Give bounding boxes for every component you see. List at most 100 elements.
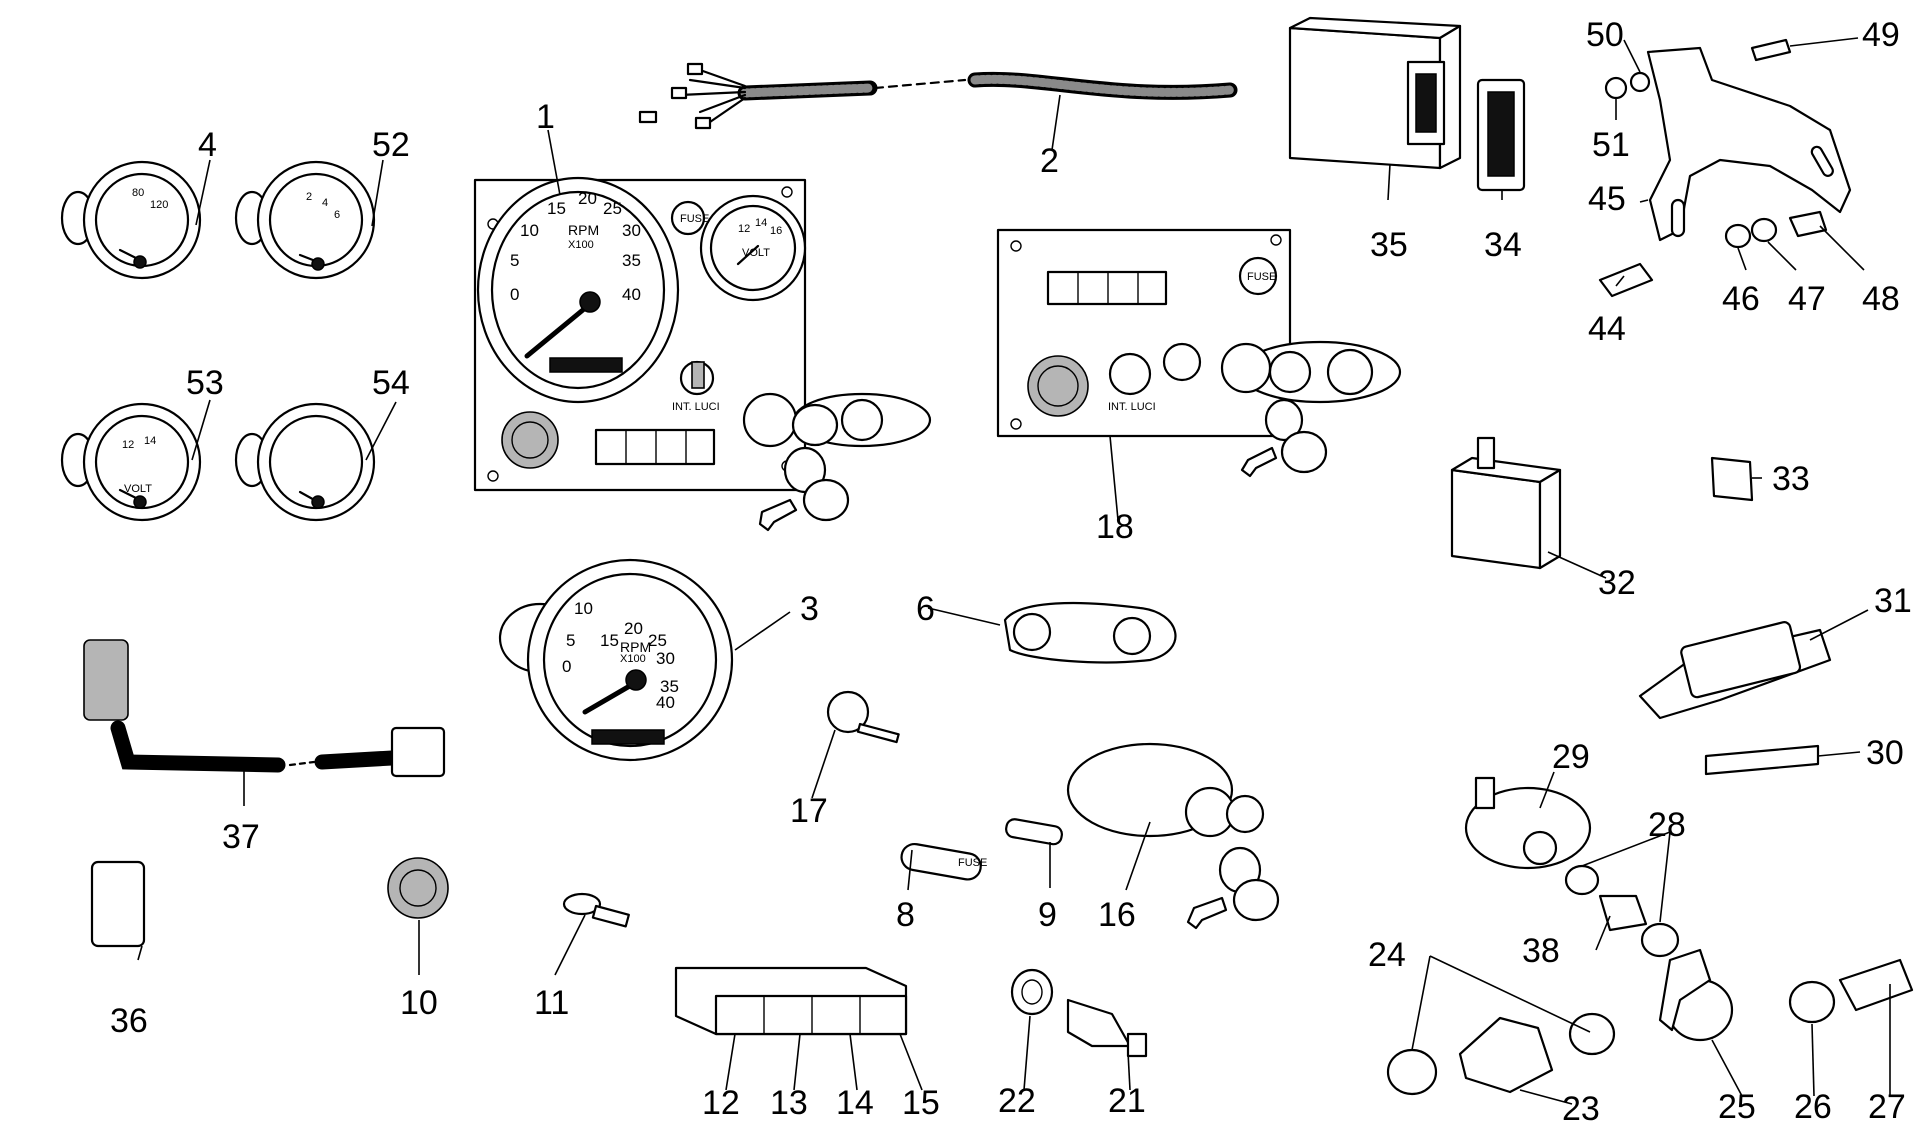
svg-text:VOLT: VOLT [742,247,770,259]
callout-52: 52 [372,126,410,164]
svg-text:FUSE: FUSE [958,857,987,869]
parts-44-51-hardware [1598,38,1828,298]
part-16-ignition-lock [1066,742,1280,930]
svg-text:80: 80 [132,187,144,199]
callout-14: 14 [836,1084,874,1122]
part-23-sensor [1458,1016,1554,1094]
callout-37: 37 [222,818,260,856]
part-34-connector [1476,78,1526,192]
part-30-strip [1704,744,1820,776]
svg-text:16: 16 [770,225,782,237]
part-8-fuse: FUSE [900,842,987,881]
part-53-voltmeter-gauge: 12 14 VOLT [60,402,202,522]
svg-text:120: 120 [150,199,168,211]
callout-31: 31 [1874,582,1912,620]
svg-text:X100: X100 [620,653,646,665]
svg-text:20: 20 [624,619,643,638]
svg-text:RPM: RPM [568,222,599,238]
svg-text:40: 40 [622,285,641,304]
svg-text:4: 4 [322,197,328,209]
callout-11: 11 [534,984,569,1022]
part-29-pressure-sender [1464,776,1592,870]
part-26-washer [1788,980,1836,1024]
svg-text:FUSE: FUSE [680,213,709,225]
callout-15: 15 [902,1084,940,1122]
callout-47: 47 [1788,280,1826,318]
part-11-bulb [562,892,630,928]
callout-34: 34 [1484,226,1522,264]
part-38-adapter [1598,894,1648,932]
part-22-washer [1010,968,1054,1016]
callout-28: 28 [1648,806,1686,844]
callout-10: 10 [400,984,438,1022]
part-2-cable-harness [638,62,1238,130]
svg-text:10: 10 [574,599,593,618]
svg-text:2: 2 [306,191,312,203]
svg-text:10: 10 [520,221,539,240]
callout-22: 22 [998,1082,1036,1120]
svg-text:35: 35 [622,251,641,270]
part-33-clip [1710,456,1754,502]
part-25-banjo [1658,948,1734,1042]
svg-text:X100: X100 [568,239,594,251]
svg-text:40: 40 [656,693,675,712]
part-10-buzzer [387,857,449,919]
callout-numbers: 1 2 3 4 6 8 9 10 11 12 13 14 15 16 17 18… [110,16,1912,1128]
callout-17: 17 [790,792,828,830]
callout-18: 18 [1096,508,1134,546]
svg-text:14: 14 [144,435,156,447]
svg-text:0: 0 [562,657,571,676]
svg-text:14: 14 [755,217,767,229]
part-1-instrument-panel: 0 5 10 15 20 25 30 35 40 RPM X100 12 14 … [473,176,932,532]
callout-25: 25 [1718,1088,1756,1126]
part-45-bracket [1646,46,1852,242]
part-32-relay [1450,436,1562,570]
svg-text:INT. LUCI: INT. LUCI [672,401,720,413]
callout-16: 16 [1098,896,1136,934]
svg-text:5: 5 [566,631,575,650]
callout-6: 6 [916,590,935,628]
svg-text:25: 25 [648,631,667,650]
svg-text:0: 0 [510,285,519,304]
part-17-switch [826,690,900,744]
callout-1: 1 [536,98,555,136]
part-52-oil-pressure-gauge: 2 4 6 [234,160,376,280]
part-35-control-box [1288,16,1462,170]
callout-27: 27 [1868,1088,1906,1126]
part-21-sensor [1066,998,1148,1058]
part-9-fuse [1005,818,1063,846]
svg-text:5: 5 [510,251,519,270]
svg-text:INT. LUCI: INT. LUCI [1108,401,1156,413]
callout-26: 26 [1794,1088,1832,1126]
svg-text:20: 20 [578,189,597,208]
callout-12: 12 [702,1084,740,1122]
callout-35: 35 [1370,226,1408,264]
svg-text:30: 30 [622,221,641,240]
svg-text:12: 12 [738,223,750,235]
callout-50: 50 [1586,16,1624,54]
svg-text:15: 15 [547,199,566,218]
part-54-gauge [234,402,376,522]
callout-24: 24 [1368,936,1406,974]
callout-53: 53 [186,364,224,402]
parts-12-15-warning-lights [674,966,908,1036]
svg-text:RPM: RPM [620,639,651,655]
svg-text:12: 12 [122,439,134,451]
callout-23: 23 [1562,1090,1600,1128]
part-6-bracket [1003,601,1177,664]
part-36-housing [90,860,146,948]
callout-32: 32 [1598,564,1636,602]
svg-text:25: 25 [603,199,622,218]
svg-text:VOLT: VOLT [124,483,152,495]
part-4-temperature-gauge: 80 120 [60,160,202,280]
callout-8: 8 [896,896,915,934]
svg-text:15: 15 [600,631,619,650]
callout-13: 13 [770,1084,808,1122]
svg-text:35: 35 [660,677,679,696]
callout-9: 9 [1038,896,1057,934]
part-31-holder [1638,621,1832,720]
callout-21: 21 [1108,1082,1146,1120]
svg-text:FUSE: FUSE [1247,271,1276,283]
part-18-switch-panel: FUSE INT. LUCI [996,228,1402,478]
